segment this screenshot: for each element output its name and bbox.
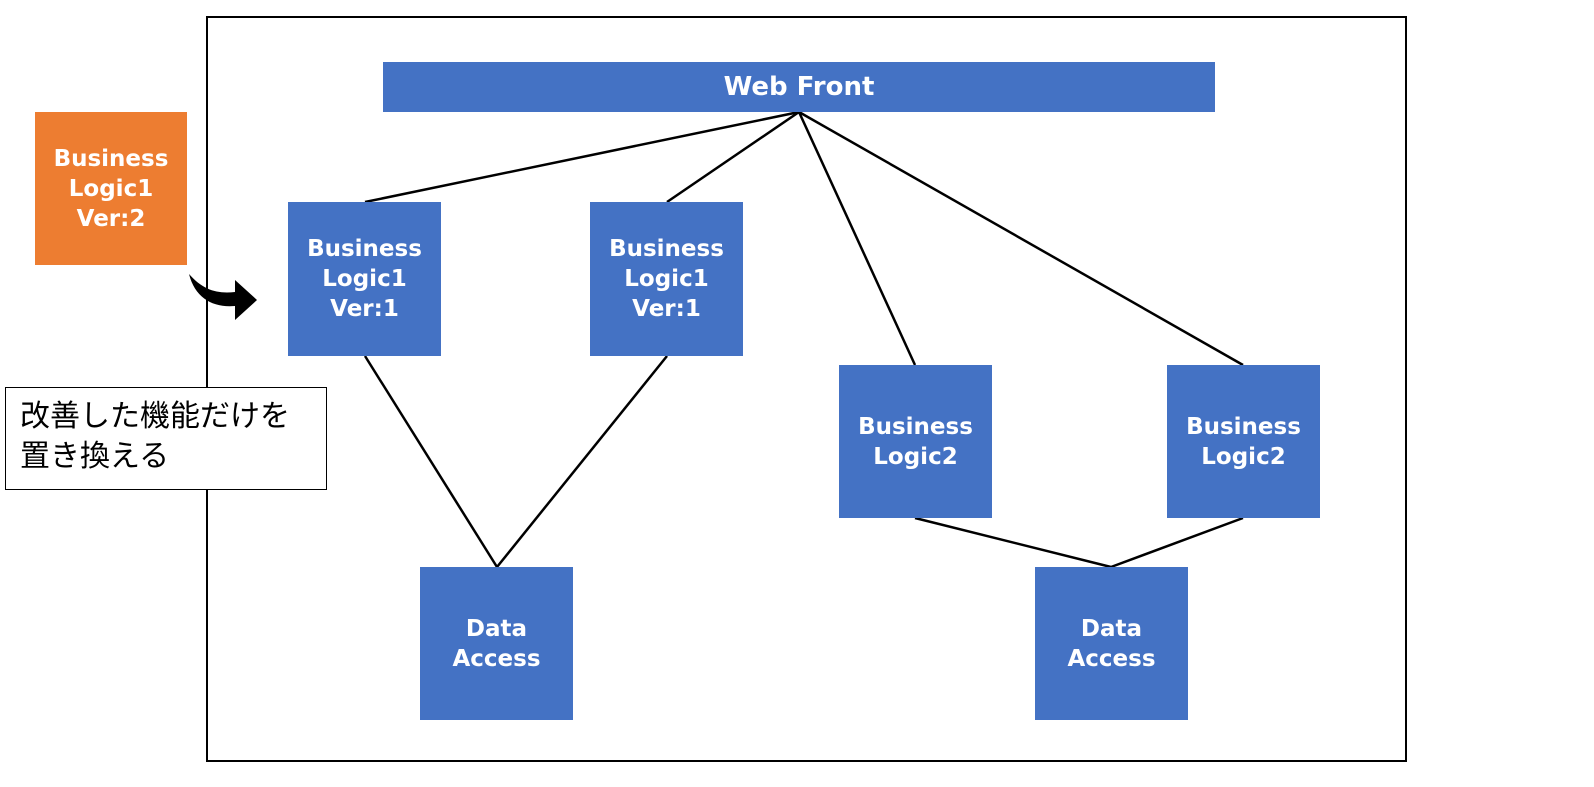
connector-web-to-logic1-b xyxy=(666,110,800,204)
business-logic2-box-b: Business Logic2 xyxy=(1167,365,1320,518)
data-access-a-line-1: Data xyxy=(465,615,528,642)
connector-web-to-logic2-b xyxy=(798,110,1244,367)
web-front-label: Web Front xyxy=(723,72,875,102)
annotation-line-2: 置き換える xyxy=(20,439,170,474)
connector-web-to-logic1-a xyxy=(364,110,800,204)
annotation-line-1: 改善した機能だけを xyxy=(20,399,290,434)
data-access-b-line-2: Access xyxy=(1067,645,1156,672)
logic1-b-line-3: Ver:1 xyxy=(632,296,701,322)
data-access-a-line-2: Access xyxy=(452,645,541,672)
connector-logic1-a-to-data-access-a xyxy=(363,355,499,568)
data-access-box-b: Data Access xyxy=(1035,567,1188,720)
business-logic1-box-a: Business Logic1 Ver:1 xyxy=(288,202,441,356)
logic1-a-line-3: Ver:1 xyxy=(330,296,399,322)
logic1-b-line-1: Business xyxy=(609,236,724,262)
replacement-module-line-3: Ver:2 xyxy=(76,205,146,232)
logic2-b-line-1: Business xyxy=(1186,413,1301,440)
web-front-box: Web Front xyxy=(383,62,1215,112)
data-access-box-a: Data Access xyxy=(420,567,573,720)
connector-web-to-logic2-a xyxy=(797,111,917,366)
data-access-b-line-1: Data xyxy=(1080,615,1143,642)
logic2-a-line-2: Logic2 xyxy=(873,443,958,470)
annotation-callout: 改善した機能だけを 置き換える xyxy=(5,387,327,490)
curved-arrow-icon xyxy=(189,274,257,320)
connector-logic2-b-to-data-access-b xyxy=(1110,516,1244,569)
business-logic1-box-b: Business Logic1 Ver:1 xyxy=(590,202,743,356)
logic2-b-line-2: Logic2 xyxy=(1201,443,1286,470)
business-logic2-box-a: Business Logic2 xyxy=(839,365,992,518)
connector-logic1-b-to-data-access-a xyxy=(496,355,668,568)
logic2-a-line-1: Business xyxy=(858,413,973,440)
logic1-a-line-2: Logic1 xyxy=(322,266,407,292)
logic1-b-line-2: Logic1 xyxy=(624,266,709,292)
logic1-a-line-1: Business xyxy=(307,236,422,262)
connector-logic2-a-to-data-access-b xyxy=(914,516,1112,569)
replacement-module-line-1: Business xyxy=(53,145,169,172)
replacement-module-box: Business Logic1 Ver:2 xyxy=(35,112,187,265)
replacement-module-line-2: Logic1 xyxy=(68,175,154,202)
